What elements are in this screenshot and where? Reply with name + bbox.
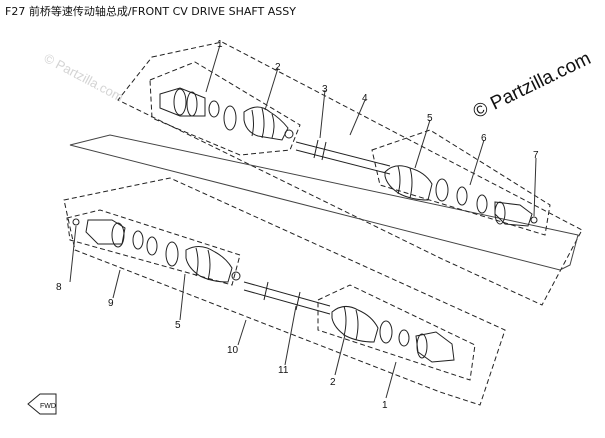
boot-upper-right [384, 165, 449, 202]
outer-box-upper [117, 41, 583, 306]
cv-joint-lower-outer [398, 329, 455, 363]
callout-6: 6 [481, 133, 487, 144]
callout-8: 8 [56, 282, 62, 293]
callout-7: 7 [533, 150, 539, 161]
fwd-label: FWD [40, 403, 56, 410]
boot-lower-left [165, 241, 241, 283]
callout-1-top: 1 [217, 39, 223, 50]
cv-joint-lower-inner [72, 218, 158, 256]
outer-box-lower [63, 177, 506, 406]
cv-joint-upper-inner [456, 186, 538, 227]
callout-labels: 1 2 3 4 5 6 7 8 9 5 10 11 2 1 [56, 39, 539, 411]
box-top-right-joint [371, 129, 551, 236]
drive-shaft-upper [295, 139, 391, 175]
callout-11: 11 [278, 365, 289, 376]
callout-10: 10 [227, 345, 239, 356]
callout-1-bottom: 1 [382, 400, 388, 411]
box-left-joint [66, 209, 241, 286]
callout-2-top: 2 [275, 62, 281, 73]
leader-lines [69, 44, 537, 399]
drive-shaft-lower [243, 281, 331, 315]
callout-2-bottom: 2 [330, 377, 336, 388]
callout-4: 4 [362, 93, 368, 104]
callout-9: 9 [108, 298, 114, 309]
cv-joint-upper-outer [159, 87, 220, 118]
box-top-left-joint [149, 61, 301, 156]
callout-3: 3 [322, 84, 328, 95]
boot-lower-right [331, 305, 393, 344]
shaft-frame-box [69, 134, 579, 271]
fwd-direction-arrow: FWD [27, 393, 57, 415]
boot-upper-left [223, 105, 294, 141]
callout-5-right: 5 [427, 113, 433, 124]
callout-5-left: 5 [175, 320, 181, 331]
diagram-title: F27 前桥等速传动轴总成/FRONT CV DRIVE SHAFT ASSY [5, 5, 296, 18]
